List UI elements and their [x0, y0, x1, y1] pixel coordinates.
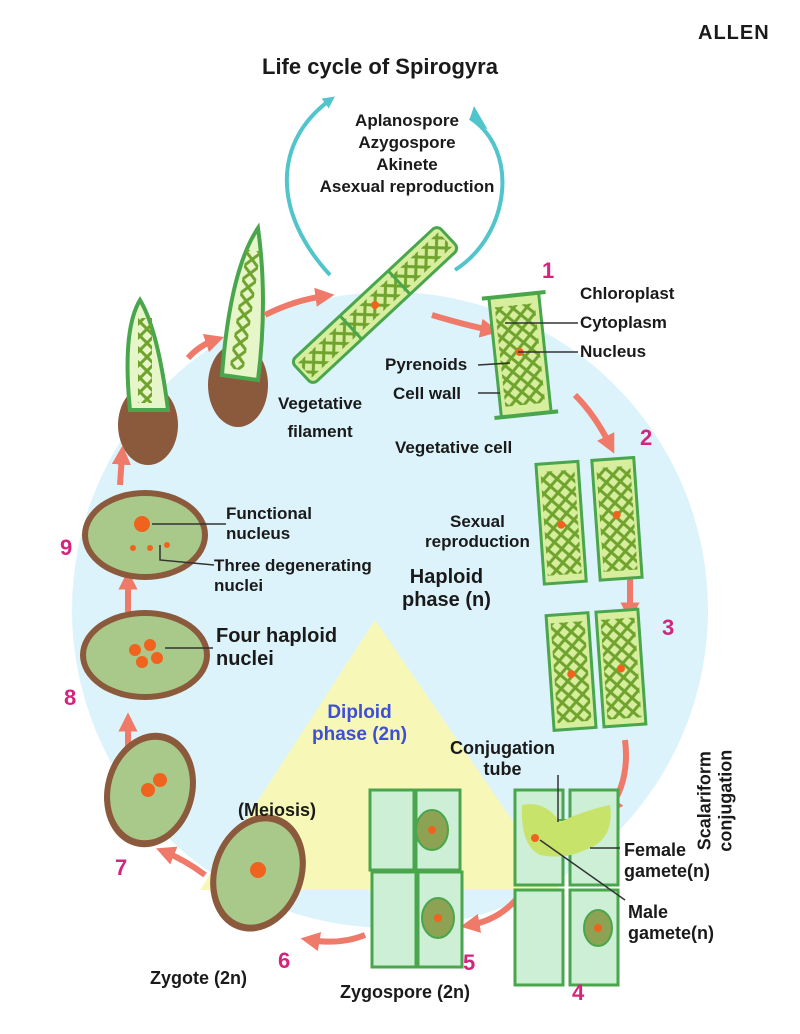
asexual-akinete: Akinete: [312, 154, 502, 176]
meiosis-label: (Meiosis): [238, 800, 316, 821]
asexual-reproduction: Asexual reproduction: [312, 176, 502, 198]
germling-right: [208, 228, 268, 427]
cell-wall-label: Cell wall: [393, 384, 461, 404]
zygospore-label: Zygospore (2n): [340, 982, 470, 1003]
step-number-1: 1: [542, 258, 554, 284]
page-title: Life cycle of Spirogyra: [262, 54, 498, 79]
functional-nucleus-cell: [82, 490, 208, 580]
step-number-7: 7: [115, 855, 127, 881]
brand-logo: ALLEN: [698, 22, 770, 45]
step-number-4: 4: [572, 980, 584, 1006]
step-number-9: 9: [60, 535, 72, 561]
step-number-3: 3: [662, 615, 674, 641]
zygospore-cells: [370, 790, 462, 967]
step-number-6: 6: [278, 948, 290, 974]
asexual-azygospore: Azygospore: [312, 132, 502, 154]
step-number-2: 2: [640, 425, 652, 451]
step-number-5: 5: [463, 950, 475, 976]
nucleus-label: Nucleus: [580, 342, 646, 362]
vegetative-cell-label: Vegetative cell: [395, 438, 512, 458]
chloroplast-label: Chloroplast: [580, 284, 674, 304]
cytoplasm-label: Cytoplasm: [580, 313, 667, 333]
step-number-8: 8: [64, 685, 76, 711]
asexual-list: Aplanospore Azygospore Akinete Asexual r…: [312, 110, 502, 198]
asexual-aplanospore: Aplanospore: [312, 110, 502, 132]
four-haploid-nuclei-cell: [80, 610, 210, 700]
pyrenoids-label: Pyrenoids: [385, 355, 467, 375]
zygote-label: Zygote (2n): [150, 968, 247, 989]
